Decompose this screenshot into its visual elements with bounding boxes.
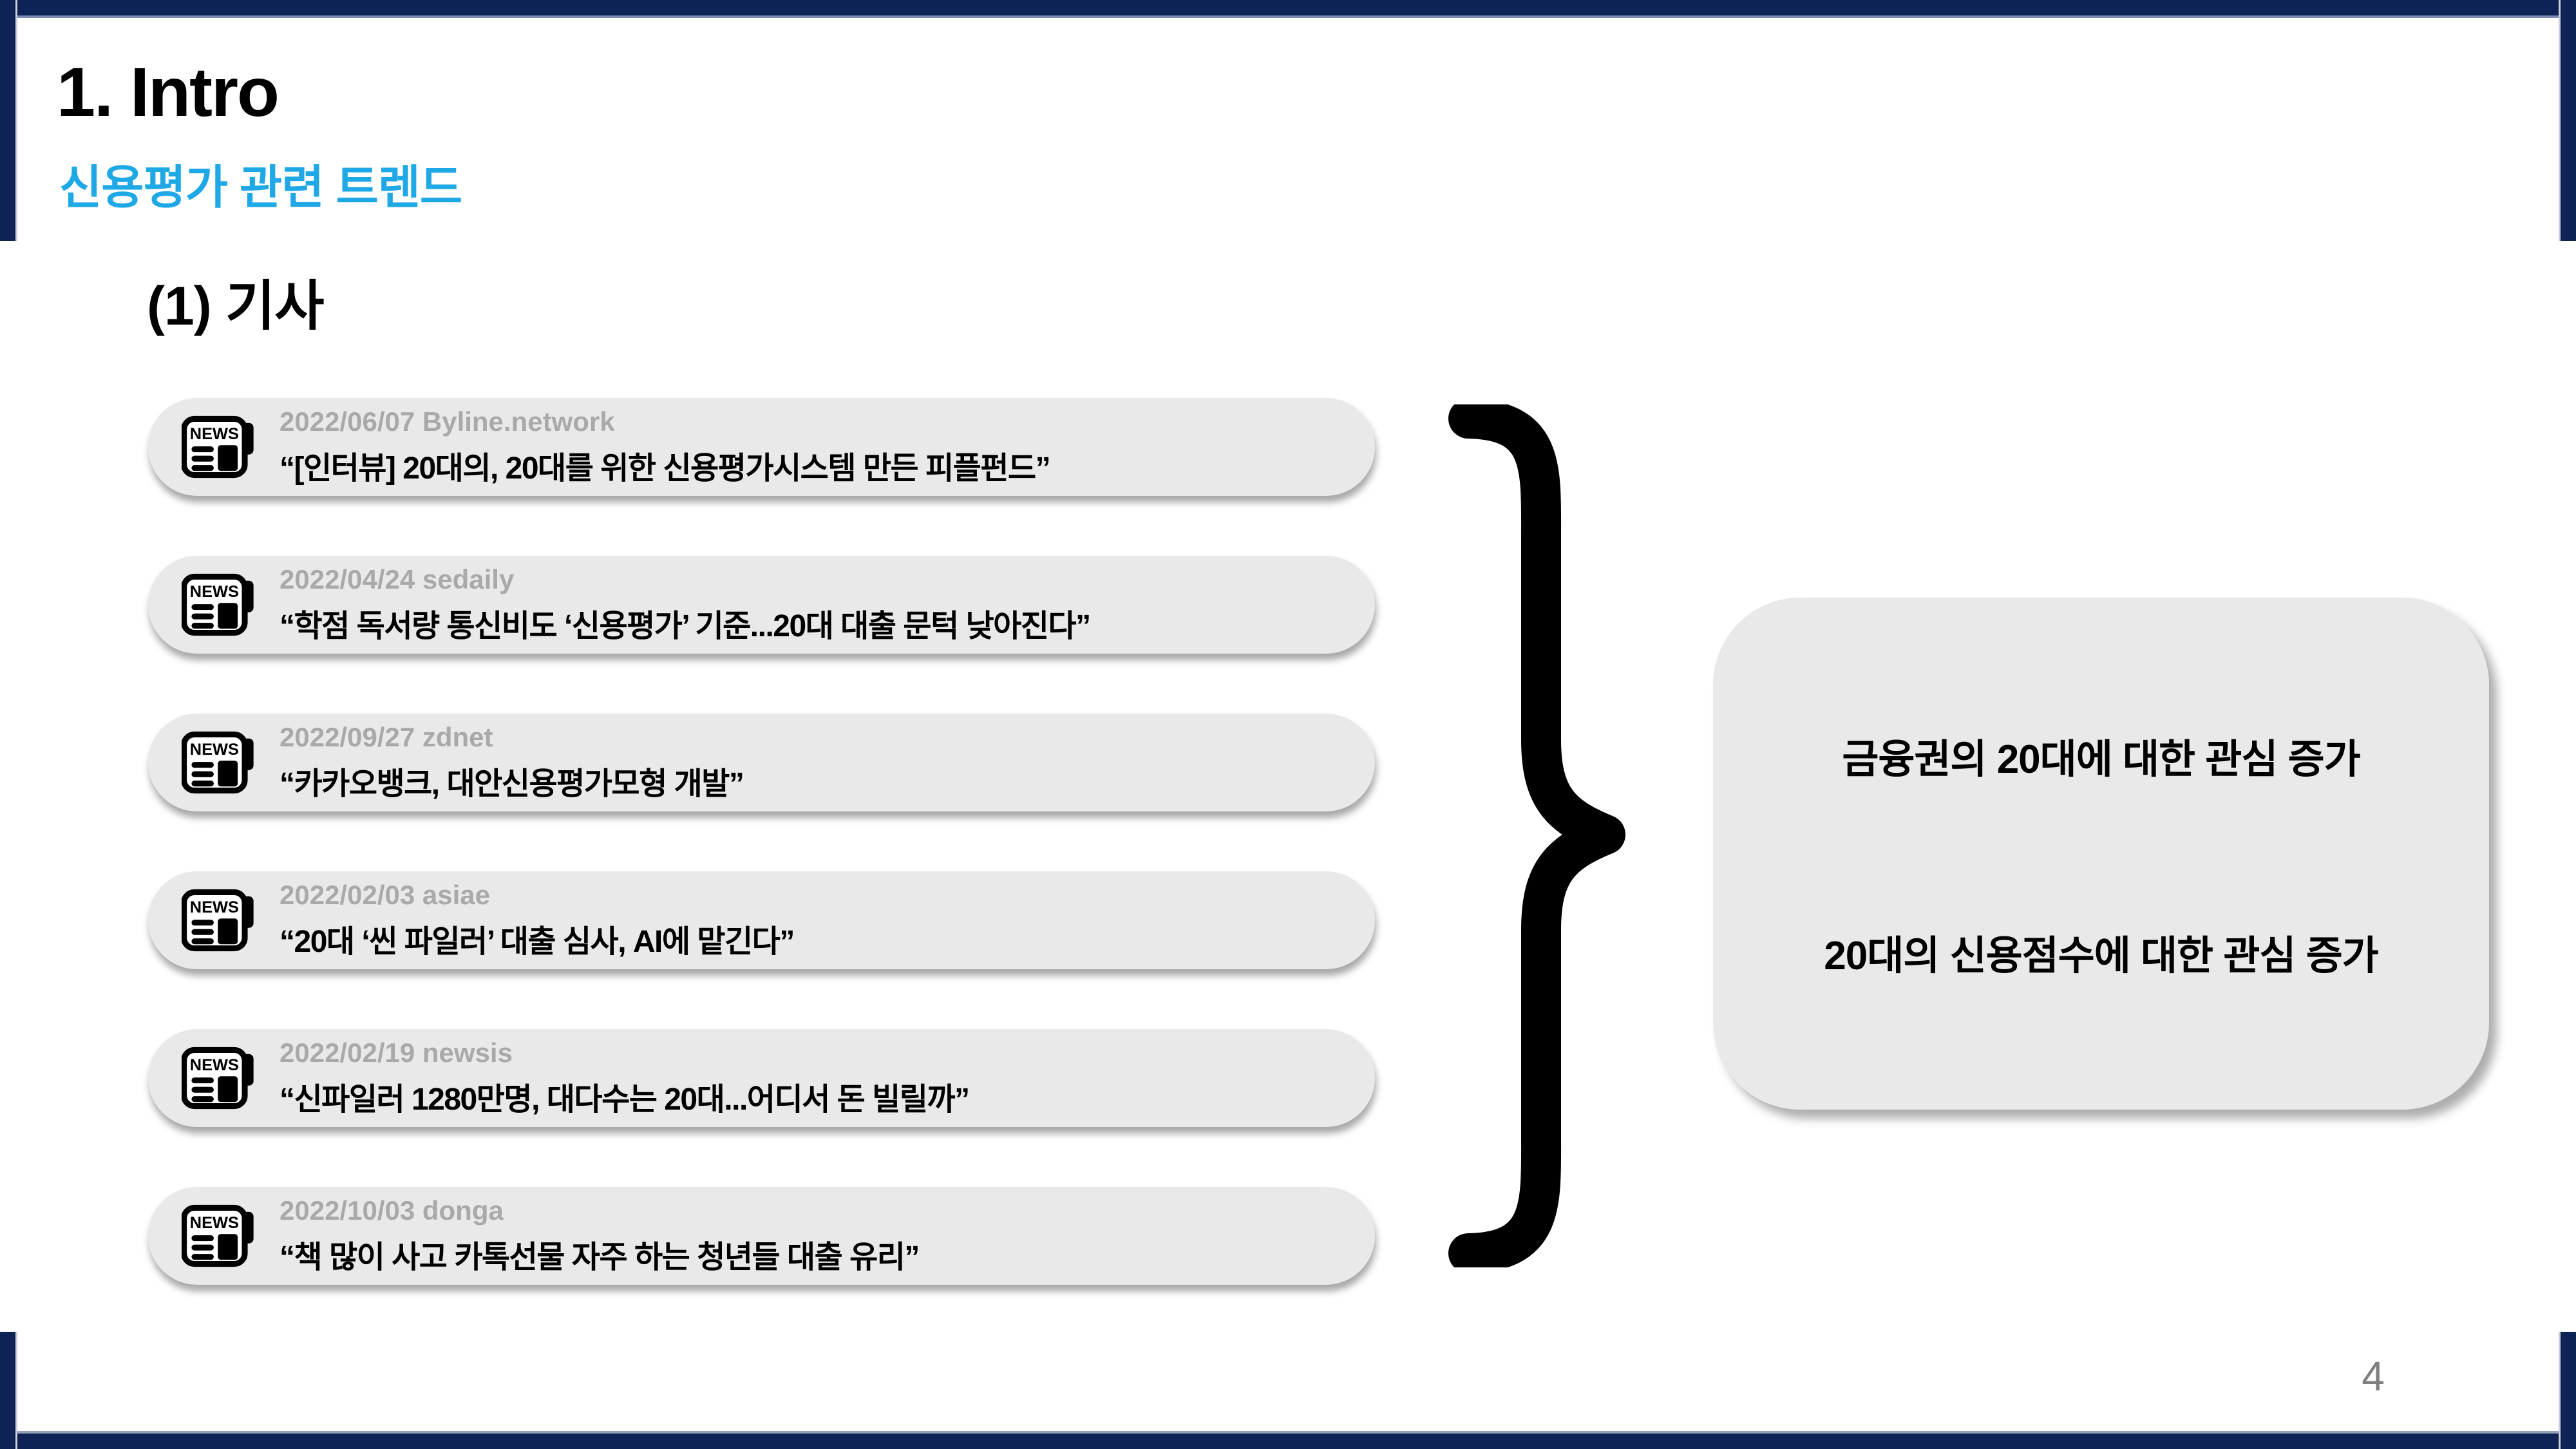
section-heading: (1) 기사 (147, 276, 325, 336)
news-date-source: 2022/02/19 newsis (279, 1037, 513, 1068)
news-item-text: 2022/06/07 Byline.network “[인터뷰] 20대의, 2… (279, 406, 1051, 488)
page-number: 4 (2362, 1353, 2385, 1399)
news-headline: “20대 ‘씬 파일러’ 대출 심사, AI에 맡긴다” (279, 925, 795, 959)
frame-left-bottom-strip (0, 1332, 17, 1449)
frame-right-top-strip (2559, 0, 2576, 241)
conclusion-box: 금융권의 20대에 대한 관심 증가 20대의 신용점수에 대한 관심 증가 (1713, 598, 2489, 1110)
news-item: NEWS 2022/04/24 sedaily “학점 독서량 통신비도 ‘신용… (148, 556, 1375, 654)
news-date-source: 2022/06/07 Byline.network (279, 406, 615, 437)
frame-right-bottom-strip (2559, 1332, 2576, 1449)
svg-text:NEWS: NEWS (190, 898, 239, 916)
newspaper-icon: NEWS (182, 1204, 254, 1267)
news-list: NEWS 2022/06/07 Byline.network “[인터뷰] 20… (148, 398, 1375, 1345)
newspaper-icon: NEWS (182, 415, 254, 478)
news-item: NEWS 2022/10/03 donga “책 많이 사고 카톡선물 자주 하… (148, 1187, 1375, 1285)
conclusion-line-1: 금융권의 20대에 대한 관심 증가 (1842, 737, 2360, 782)
news-item: NEWS 2022/02/03 asiae “20대 ‘씬 파일러’ 대출 심사… (148, 871, 1375, 969)
page-subtitle: 신용평가 관련 트렌드 (59, 162, 462, 214)
news-headline: “신파일러 1280만명, 대다수는 20대...어디서 돈 빌릴까” (279, 1083, 970, 1117)
frame-bottom-bar (0, 1431, 2576, 1449)
newspaper-icon: NEWS (182, 1046, 254, 1110)
frame-top-bar (0, 0, 2576, 18)
newspaper-icon: NEWS (182, 889, 254, 952)
svg-text:NEWS: NEWS (190, 583, 239, 601)
frame-left-top-strip (0, 0, 17, 241)
news-date-source: 2022/04/24 sedaily (279, 564, 515, 594)
news-item-text: 2022/09/27 zdnet “카카오뱅크, 대안신용평가모형 개발” (279, 722, 744, 803)
newspaper-icon: NEWS (182, 573, 254, 636)
conclusion-line-2: 20대의 신용점수에 대한 관심 증가 (1824, 934, 2378, 978)
svg-text:NEWS: NEWS (190, 1056, 239, 1074)
news-date-source: 2022/09/27 zdnet (279, 722, 493, 752)
news-item: NEWS 2022/02/19 newsis “신파일러 1280만명, 대다수… (148, 1029, 1375, 1127)
curly-brace-icon (1448, 404, 1625, 1267)
news-item-text: 2022/02/03 asiae “20대 ‘씬 파일러’ 대출 심사, AI에… (279, 880, 795, 961)
news-item: NEWS 2022/09/27 zdnet “카카오뱅크, 대안신용평가모형 개… (148, 714, 1375, 811)
news-item-text: 2022/02/19 newsis “신파일러 1280만명, 대다수는 20대… (279, 1037, 970, 1119)
svg-text:NEWS: NEWS (190, 1214, 239, 1232)
news-headline: “[인터뷰] 20대의, 20대를 위한 신용평가시스템 만든 피플펀드” (279, 451, 1051, 486)
news-item-text: 2022/04/24 sedaily “학점 독서량 통신비도 ‘신용평가’ 기… (279, 564, 1091, 645)
news-item-text: 2022/10/03 donga “책 많이 사고 카톡선물 자주 하는 청년들… (279, 1195, 920, 1276)
news-headline: “책 많이 사고 카톡선물 자주 하는 청년들 대출 유리” (279, 1240, 920, 1274)
news-date-source: 2022/10/03 donga (279, 1195, 504, 1226)
newspaper-icon: NEWS (182, 731, 254, 794)
svg-text:NEWS: NEWS (190, 425, 239, 443)
news-item: NEWS 2022/06/07 Byline.network “[인터뷰] 20… (148, 398, 1375, 496)
news-headline: “카카오뱅크, 대안신용평가모형 개발” (279, 767, 744, 801)
svg-text:NEWS: NEWS (190, 741, 239, 759)
news-headline: “학점 독서량 통신비도 ‘신용평가’ 기준...20대 대출 문턱 낮아진다” (279, 609, 1091, 643)
page-title: 1. Intro (57, 53, 279, 131)
news-date-source: 2022/02/03 asiae (279, 880, 490, 910)
